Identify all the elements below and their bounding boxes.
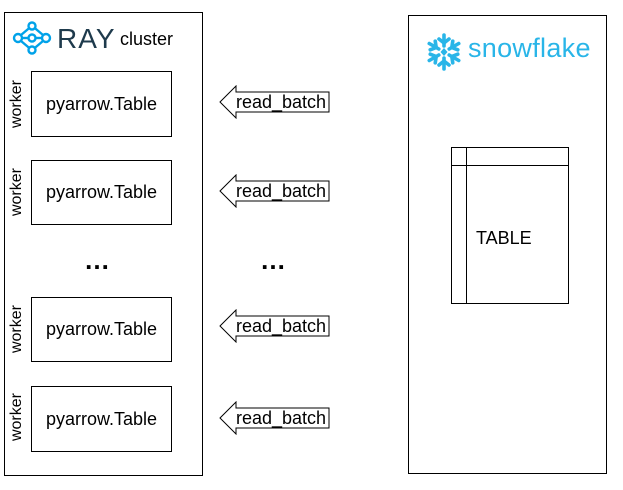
worker-label: worker	[8, 393, 25, 442]
snowflake-logo-text: snowflake	[468, 33, 591, 63]
pyarrow-table-label: pyarrow.Table	[45, 182, 158, 202]
read-batch-label: read_batch	[235, 181, 327, 201]
pyarrow-table-box: pyarrow.Table	[31, 297, 172, 362]
ray-logo-icon	[12, 20, 52, 56]
pyarrow-table-label: pyarrow.Table	[45, 408, 158, 429]
table-index-divider	[466, 148, 467, 303]
read-batch-arrow: read_batch	[219, 309, 331, 343]
read-batch-arrow: read_batch	[219, 174, 331, 208]
pyarrow-table-label: pyarrow.Table	[45, 319, 158, 339]
worker-label: worker	[8, 305, 25, 354]
ray-logo-text: RAY	[57, 23, 116, 54]
left-arrow-icon	[219, 401, 330, 435]
snowflake-table: TABLE	[451, 147, 569, 304]
left-arrow-icon	[219, 85, 330, 119]
pyarrow-table-label: pyarrow.Table	[45, 93, 158, 114]
read-batch-label: read_batch	[235, 92, 327, 112]
left-arrow-icon	[219, 309, 330, 343]
read-batch-label: read_batch	[235, 316, 327, 336]
cluster-label: cluster	[120, 29, 174, 49]
pyarrow-table-box: pyarrow.Table	[31, 160, 172, 225]
worker-label: worker	[8, 168, 25, 217]
pyarrow-table-box: pyarrow.Table	[31, 386, 172, 452]
ellipsis-workers: …	[84, 245, 112, 275]
ellipsis-batches: …	[260, 245, 288, 275]
pyarrow-table-box: pyarrow.Table	[31, 71, 172, 137]
table-header-divider	[452, 165, 568, 166]
snowflake-logo-icon	[424, 33, 464, 71]
worker-label: worker	[8, 80, 25, 129]
read-batch-arrow: read_batch	[219, 85, 331, 119]
read-batch-arrow: read_batch	[219, 401, 331, 435]
read-batch-label: read_batch	[235, 408, 327, 428]
table-label: TABLE	[476, 228, 532, 248]
left-arrow-icon	[219, 174, 330, 208]
